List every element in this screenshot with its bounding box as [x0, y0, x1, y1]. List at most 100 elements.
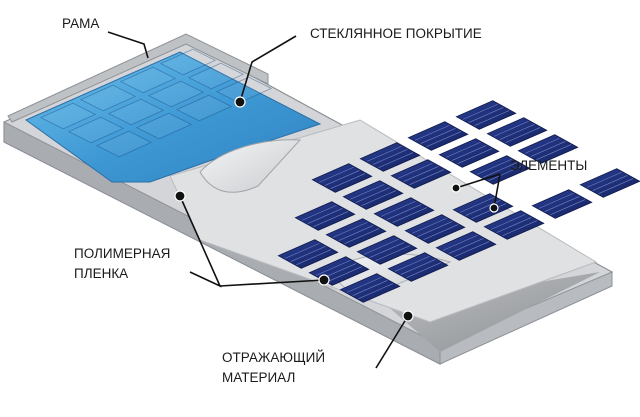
cell-busbar — [349, 184, 385, 200]
cell-busbar — [462, 104, 498, 120]
cell-busbar — [414, 125, 450, 141]
reflective-label-line2: МАТЕРИАЛ — [222, 370, 295, 385]
cell-busbar — [378, 152, 414, 168]
cell-busbar — [344, 228, 380, 244]
polymer-dot-2 — [318, 274, 330, 286]
cell-busbar — [400, 259, 436, 275]
cell-busbar — [442, 235, 478, 251]
cell-busbar — [366, 146, 402, 162]
cell-busbar — [417, 221, 453, 237]
cell-busbar — [457, 148, 493, 164]
glass-cell-outline — [67, 116, 125, 144]
cell-busbar — [448, 238, 484, 254]
cell-busbar — [598, 178, 634, 194]
cell-busbar — [375, 245, 411, 261]
reflective-leader — [375, 315, 409, 369]
cell-busbar — [318, 167, 354, 183]
cell-busbar — [538, 193, 574, 209]
cell-busbar — [482, 162, 518, 178]
cell-busbar — [544, 196, 580, 212]
cell-busbar — [358, 283, 394, 299]
cell-busbar — [397, 163, 433, 179]
cell-busbar — [392, 207, 428, 223]
cell-busbar — [490, 214, 526, 230]
cell-busbar — [406, 262, 442, 278]
glass-cell-outline — [147, 80, 205, 108]
frame-label: РАМА — [62, 16, 99, 31]
cells-dot-1 — [451, 183, 461, 193]
cell-busbar — [290, 246, 326, 262]
cell-busbar — [420, 128, 456, 144]
glass-cell-outline — [135, 112, 193, 140]
cell-busbar — [324, 170, 360, 186]
cells-dot-2 — [489, 203, 499, 213]
glass-dot — [234, 96, 246, 108]
glass-cell-outline — [39, 102, 97, 130]
cell-busbar — [426, 131, 462, 147]
cell-busbar — [423, 224, 459, 240]
cell-busbar — [355, 187, 391, 203]
reflective-label-line1: ОТРАЖАЮЩИЙ — [222, 350, 325, 365]
cells-leader-1 — [455, 173, 501, 189]
cell-busbar — [301, 205, 337, 221]
glass-cell-outline — [107, 98, 165, 126]
cell-busbar — [363, 239, 399, 255]
leader-dots — [174, 96, 499, 322]
cell-busbar — [315, 260, 351, 276]
cells-leader-2 — [493, 173, 501, 209]
cell-busbar — [524, 138, 560, 154]
cell-busbar — [451, 145, 487, 161]
cell-busbar — [394, 256, 430, 272]
cell-busbar — [372, 149, 408, 165]
cell-busbar — [536, 144, 572, 160]
glass-cell-outline — [79, 84, 137, 112]
cell-busbar — [307, 208, 343, 224]
cell-busbar — [493, 121, 529, 137]
cell-busbar — [338, 225, 374, 241]
polymer-dot-1 — [174, 190, 186, 202]
cell-busbar — [496, 217, 532, 233]
cells-label: ЭЛЕМЕНТЫ — [510, 158, 587, 173]
glass-cell-outline — [159, 48, 217, 76]
cell-busbar — [346, 277, 382, 293]
cell-busbar — [330, 173, 366, 189]
cell-busbar — [361, 190, 397, 206]
cell-busbar — [502, 220, 538, 236]
solar-cells — [277, 100, 640, 303]
cell-busbar — [468, 107, 504, 123]
cell-busbar — [592, 175, 628, 191]
glass-cover — [24, 48, 322, 193]
cell-busbar — [313, 211, 349, 227]
reflective-dot — [402, 310, 414, 322]
cell-busbar — [499, 124, 535, 140]
glass-cell-outline — [187, 62, 245, 90]
glass-cell-outline — [175, 94, 233, 122]
cell-busbar — [386, 204, 422, 220]
cell-busbar — [327, 266, 363, 282]
cell-busbar — [586, 172, 622, 188]
polymer-label-line2: ПЛЕНКА — [74, 266, 128, 281]
polymer-leader-2 — [219, 279, 325, 287]
glass-label: СТЕКЛЯННОЕ ПОКРЫТИЕ — [310, 26, 482, 41]
glass-cell-outline — [119, 66, 177, 94]
cell-busbar — [454, 241, 490, 257]
cell-busbar — [332, 222, 368, 238]
cell-busbar — [411, 218, 447, 234]
cell-busbar — [369, 242, 405, 258]
glass-cell-outline — [95, 130, 153, 158]
cell-busbar — [445, 142, 481, 158]
cell-busbar — [474, 110, 510, 126]
cell-busbar — [471, 203, 507, 219]
cell-busbar — [530, 141, 566, 157]
cell-busbar — [550, 199, 586, 215]
glass-cell-grid — [39, 48, 273, 158]
cell-busbar — [403, 166, 439, 182]
cell-busbar — [409, 169, 445, 185]
cell-busbar — [296, 249, 332, 265]
cell-busbar — [284, 243, 320, 259]
cell-busbar — [459, 197, 495, 213]
polymer-label-line1: ПОЛИМЕРНАЯ — [74, 246, 170, 261]
cell-busbar — [476, 159, 512, 175]
